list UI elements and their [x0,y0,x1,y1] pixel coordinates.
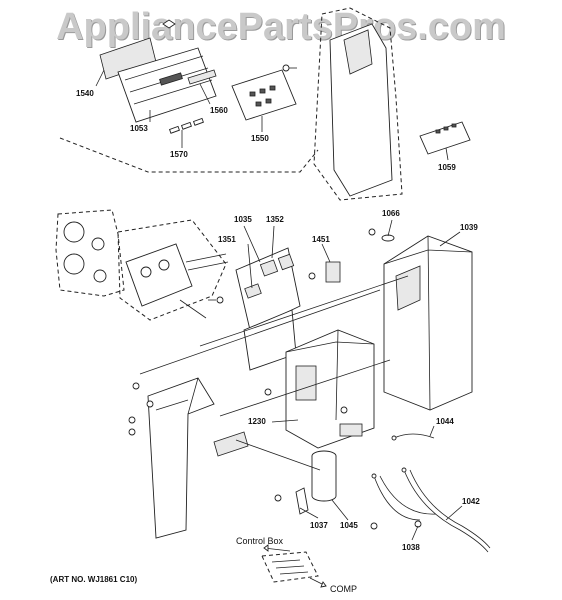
part-1039-cover [368,228,473,411]
part-1042-harness [373,475,421,521]
part-1570-button [192,117,204,126]
leader-lines [95,69,463,541]
part-1230-control-box [264,329,375,449]
label-1351: 1351 [218,235,236,244]
part-1066-screw [368,228,376,236]
screw-part [282,64,290,72]
label-1066: 1066 [382,209,400,218]
label-1037: 1037 [310,521,328,530]
part-1044-wire [393,433,435,439]
group-boundary [59,137,319,173]
label-1550: 1550 [251,134,269,143]
side-panel-part [329,23,393,197]
control-board-assembly [208,247,341,371]
knob-shaft-part [91,237,105,251]
clip-part [162,19,176,29]
knob-part [63,253,85,275]
part-1059-remote [419,121,471,155]
knob-assembly [55,209,229,321]
alignment-lines [139,275,409,471]
label-1053: 1053 [130,124,148,133]
part-1550-board [231,69,297,121]
legend-comp: COMP [330,584,357,594]
label-1039: 1039 [460,223,478,232]
part-1570-button [180,121,192,130]
knob-part [63,221,85,243]
label-1540: 1540 [76,89,94,98]
label-1560: 1560 [210,106,228,115]
part-1037-bracket [295,487,309,515]
control-bracket-part [125,243,193,307]
wiring-parts [370,433,491,553]
part-1351-relay [244,283,262,299]
label-1035: 1035 [234,215,252,224]
part-1570-button [168,125,180,134]
knob-shaft-part [93,269,107,283]
top-side-panel-group [313,7,403,201]
label-1059: 1059 [438,163,456,172]
art-number: (ART NO. WJ1861 C10) [50,575,137,584]
label-1451: 1451 [312,235,330,244]
watermark-logo: AppliancePartsPros.com [56,6,506,48]
label-1042: 1042 [462,497,480,506]
part-1053-panel [117,47,217,123]
label-1570: 1570 [170,150,188,159]
capacitor-assembly [274,450,337,515]
wiring-legend: Control Box COMP [236,536,357,594]
label-1230: 1230 [248,417,266,426]
label-1352: 1352 [266,215,284,224]
front-panel-assembly [99,19,297,134]
label-1045: 1045 [340,521,358,530]
part-1560-bar [187,69,217,85]
left-side-panel [128,377,249,539]
legend-control-box: Control Box [236,536,284,546]
label-1038: 1038 [402,543,420,552]
label-1044: 1044 [436,417,454,426]
part-1451-switch [325,261,341,283]
part-1352-relay [259,259,279,277]
